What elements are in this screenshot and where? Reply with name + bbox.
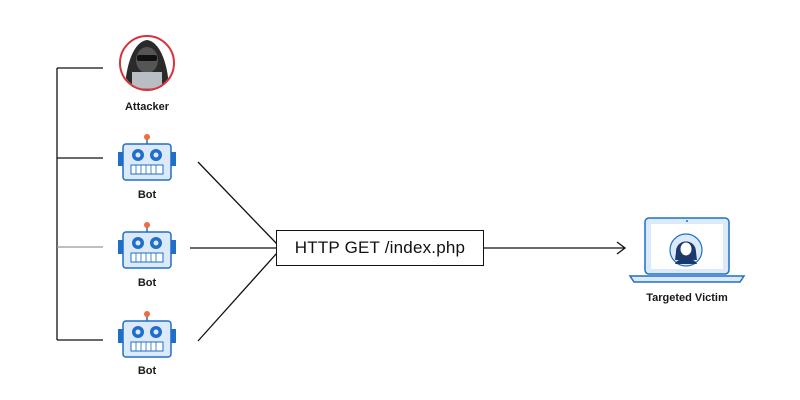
bot-label: Bot [137, 189, 157, 201]
victim-label: Targeted Victim [646, 292, 728, 304]
hooded-attacker-icon [119, 35, 175, 91]
bot-request-lines [190, 161, 278, 342]
bot-label: Bot [137, 277, 157, 289]
http-request-box: HTTP GET /index.php [276, 230, 484, 266]
attacker-label: Attacker [124, 101, 170, 113]
bot-label: Bot [137, 365, 157, 377]
robot-icon [118, 311, 176, 358]
robot-icon [118, 134, 176, 181]
request-arrow [484, 241, 627, 255]
robot-icon [118, 222, 176, 269]
control-bracket [56, 67, 103, 341]
laptop-user-icon [628, 217, 746, 283]
